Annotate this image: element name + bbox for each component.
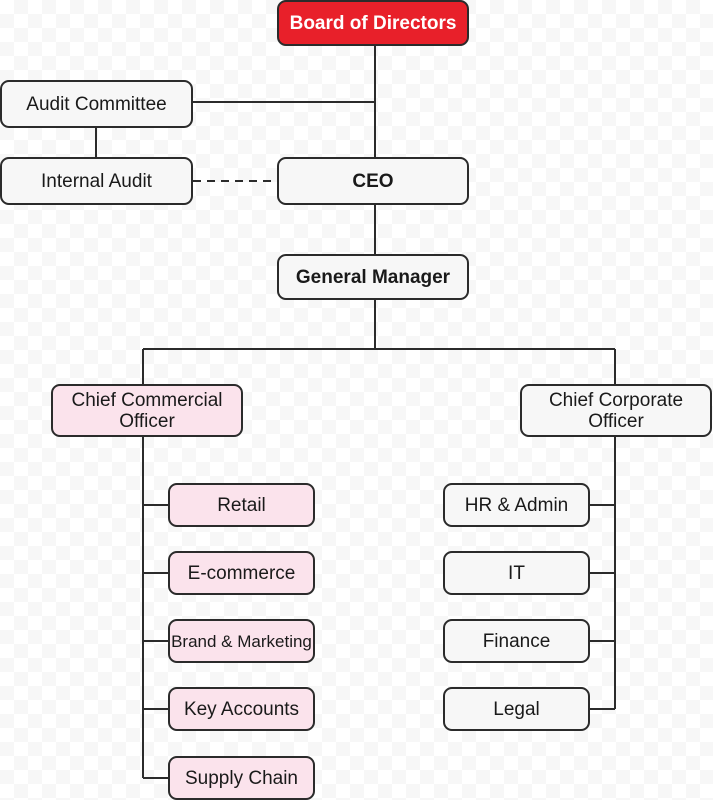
key-accounts-label: Key Accounts [183, 698, 300, 720]
retail-node: Retail [168, 483, 315, 527]
board-label: Board of Directors [289, 12, 457, 34]
finance-label: Finance [482, 630, 551, 652]
internal-audit-node: Internal Audit [0, 157, 193, 205]
internal-audit-label: Internal Audit [41, 170, 152, 192]
general-manager-node: General Manager [277, 254, 469, 300]
it-label: IT [508, 562, 525, 584]
e-commerce-node: E-commerce [168, 551, 315, 595]
general-manager-label: General Manager [295, 266, 451, 288]
ceo-node: CEO [277, 157, 469, 205]
audit-committee-node: Audit Committee [0, 80, 193, 128]
brand-marketing-node: Brand & Marketing [168, 619, 315, 663]
chief-commercial-officer-node: Chief Commercial Officer [51, 384, 243, 437]
brand-marketing-label: Brand & Marketing [171, 631, 312, 651]
cco-label-line1: Chief Commercial [71, 389, 223, 411]
retail-label: Retail [217, 494, 266, 516]
audit-committee-label: Audit Committee [26, 93, 167, 115]
supply-chain-label: Supply Chain [184, 767, 299, 789]
it-node: IT [443, 551, 590, 595]
board-of-directors-node: Board of Directors [277, 0, 469, 46]
cco-label-line2: Officer [119, 410, 175, 432]
hr-admin-node: HR & Admin [443, 483, 590, 527]
ccorp-label-line1: Chief Corporate [548, 389, 684, 411]
ceo-label: CEO [352, 170, 394, 192]
ccorp-label-line2: Officer [588, 410, 644, 432]
hr-admin-label: HR & Admin [464, 494, 569, 516]
chief-corporate-officer-node: Chief Corporate Officer [520, 384, 712, 437]
e-commerce-label: E-commerce [187, 562, 296, 584]
key-accounts-node: Key Accounts [168, 687, 315, 731]
finance-node: Finance [443, 619, 590, 663]
supply-chain-node: Supply Chain [168, 756, 315, 800]
legal-label: Legal [493, 698, 540, 720]
legal-node: Legal [443, 687, 590, 731]
